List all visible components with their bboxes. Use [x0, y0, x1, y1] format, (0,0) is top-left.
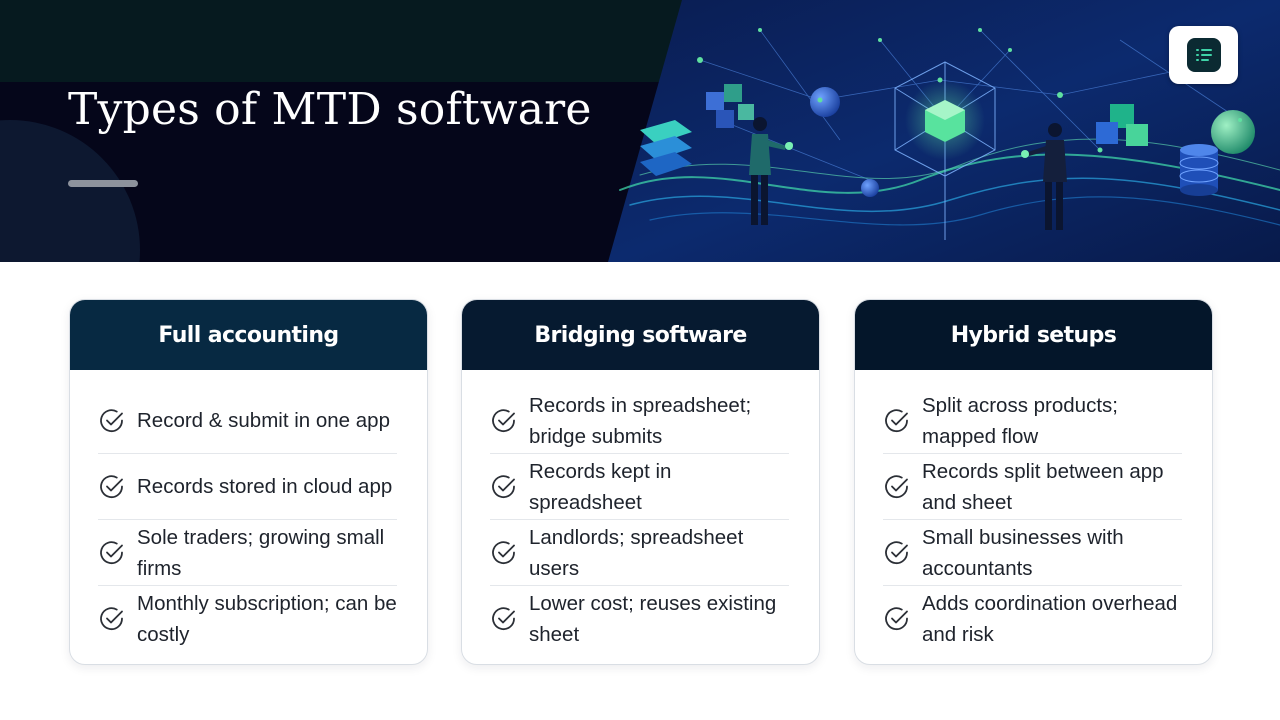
item-text: Lower cost; reuses existing sheet: [529, 592, 777, 646]
list-item: Adds coordination overhead and risk: [883, 586, 1182, 652]
item-text: Landlords; spreadsheet users: [529, 525, 744, 580]
list-item: Monthly subscription; can be costly: [98, 586, 397, 652]
list-item: Records in spreadsheet; bridge submits: [490, 388, 789, 454]
check-circle-icon: [492, 540, 515, 564]
check-circle-icon: [100, 540, 123, 564]
check-circle-icon: [492, 607, 515, 631]
list-item: Records stored in cloud app: [98, 454, 397, 520]
check-circle-icon: [492, 474, 515, 498]
list-logo-icon: [1186, 38, 1221, 72]
item-text: Small businesses with accountants: [922, 525, 1124, 580]
check-circle-icon: [100, 474, 123, 498]
logo-badge: [1169, 26, 1238, 84]
item-text: Record & submit in one app: [137, 409, 390, 432]
card-full-accounting: Full accounting Record & submit in one a…: [69, 299, 428, 665]
item-text: Records stored in cloud app: [137, 475, 393, 498]
item-text: Records kept in spreadsheet: [529, 459, 672, 514]
item-text: Sole traders; growing small firms: [137, 525, 385, 580]
list-item: Landlords; spreadsheet users: [490, 520, 789, 586]
check-circle-icon: [885, 474, 908, 498]
item-text: Adds coordination overhead and risk: [922, 592, 1178, 646]
card-bridging-software: Bridging software Records in spreadsheet…: [461, 299, 820, 665]
check-circle-icon: [885, 540, 908, 564]
list-item: Records split between app and sheet: [883, 454, 1182, 520]
item-text: Split across products; mapped flow: [922, 393, 1118, 448]
card-title: Hybrid setups: [855, 300, 1212, 370]
list-item: Sole traders; growing small firms: [98, 520, 397, 586]
list-item: Record & submit in one app: [98, 388, 397, 454]
header-banner: Types of MTD software: [0, 0, 1280, 262]
header-top-strip: [0, 0, 700, 82]
page-title: Types of MTD software: [68, 84, 592, 135]
list-item: Small businesses with accountants: [883, 520, 1182, 586]
check-circle-icon: [885, 607, 908, 631]
list-item: Lower cost; reuses existing sheet: [490, 586, 789, 652]
check-circle-icon: [492, 408, 515, 432]
list-item: Records kept in spreadsheet: [490, 454, 789, 520]
list-item: Split across products; mapped flow: [883, 388, 1182, 454]
title-underline: [68, 180, 138, 187]
item-text: Records split between app and sheet: [922, 459, 1164, 514]
card-title: Bridging software: [462, 300, 819, 370]
item-text: Monthly subscription; can be costly: [137, 592, 397, 646]
item-text: Records in spreadsheet; bridge submits: [529, 393, 752, 448]
check-circle-icon: [100, 408, 123, 432]
check-circle-icon: [885, 408, 908, 432]
hero-illustration: [608, 0, 1280, 262]
card-hybrid-setups: Hybrid setups Split across products; map…: [854, 299, 1213, 665]
check-circle-icon: [100, 607, 123, 631]
card-title: Full accounting: [70, 300, 427, 370]
